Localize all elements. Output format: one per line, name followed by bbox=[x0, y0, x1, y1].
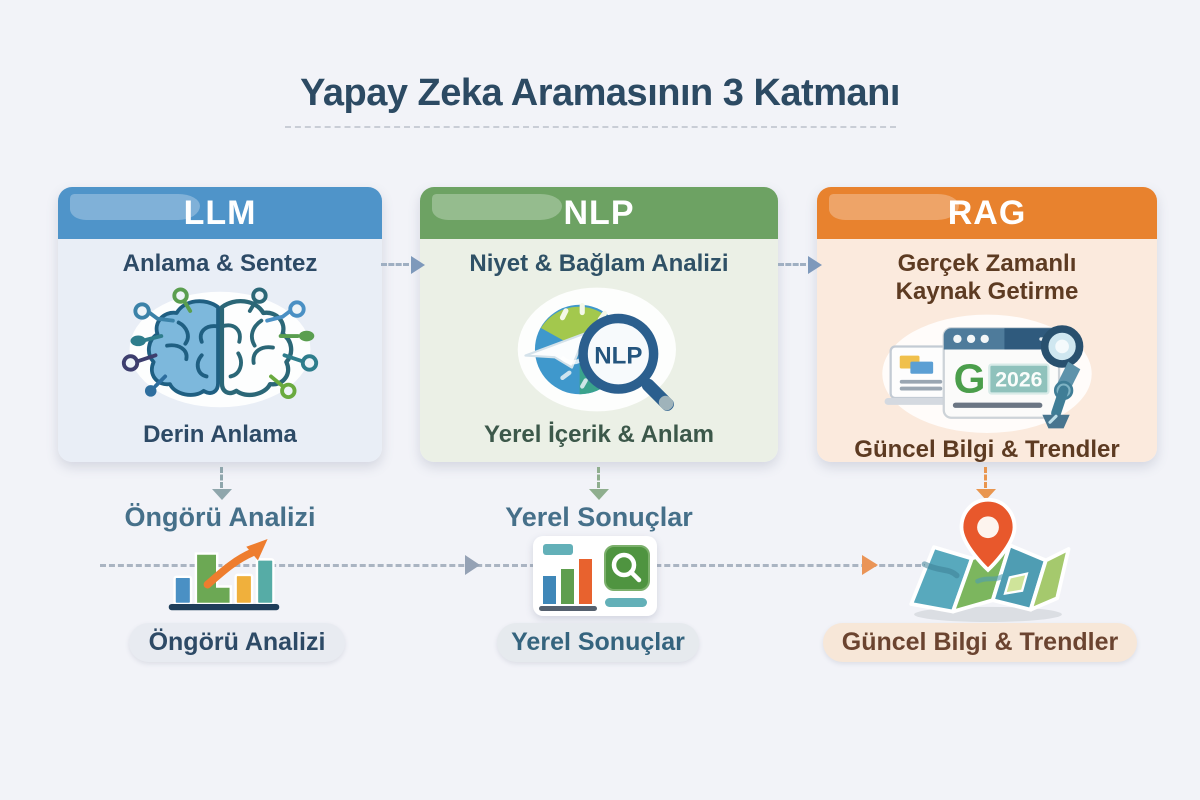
layer-card-rag-header: RAG bbox=[817, 187, 1157, 239]
down-arrow-dash bbox=[220, 467, 223, 488]
layer-card-llm-body: Anlama & Sentez bbox=[58, 239, 382, 462]
layer-card-nlp-caption: Yerel İçerik & Anlam bbox=[484, 421, 714, 448]
layer-card-nlp-header: NLP bbox=[420, 187, 778, 239]
browser-search-robot-icon: G 2026 bbox=[877, 307, 1097, 436]
local-results-search-icon bbox=[533, 536, 657, 616]
output-label-yerel-sonuclar: Yerel Sonuçlar bbox=[505, 502, 693, 532]
down-arrow-rag bbox=[976, 467, 996, 501]
down-arrow-llm bbox=[212, 467, 232, 501]
header-shine bbox=[70, 194, 200, 220]
layer-card-nlp-body: Niyet & Bağlam Analizi bbox=[420, 239, 778, 462]
magnifier-label: NLP bbox=[594, 342, 642, 369]
local-results-search-svg bbox=[539, 544, 650, 611]
bottom-flow-head-gray bbox=[465, 555, 480, 575]
layer-card-rag: RAG Gerçek Zamanlı Kaynak Getirme bbox=[817, 187, 1157, 462]
layer-card-nlp-subtitle: Niyet & Bağlam Analizi bbox=[469, 250, 729, 277]
down-arrow-nlp bbox=[589, 467, 609, 501]
map-location-pin-svg bbox=[909, 497, 1071, 622]
growth-bar-chart-icon bbox=[161, 525, 287, 622]
brain-circuit-svg bbox=[121, 287, 319, 408]
layer-card-llm-caption: Derin Anlama bbox=[143, 421, 297, 448]
flow-arrow-nlp-to-rag bbox=[778, 256, 822, 274]
globe-magnifier-nlp-icon: NLP bbox=[515, 278, 683, 421]
down-arrow-head bbox=[589, 489, 609, 500]
flow-arrow-head bbox=[808, 256, 822, 274]
layer-card-rag-title: RAG bbox=[947, 193, 1027, 232]
flow-arrow-head bbox=[411, 256, 425, 274]
layer-card-rag-caption: Güncel Bilgi & Trendler bbox=[854, 435, 1120, 462]
down-arrow-head bbox=[212, 489, 232, 500]
map-location-pin-icon bbox=[898, 492, 1078, 630]
layer-card-llm-title: LLM bbox=[183, 193, 257, 232]
bottom-flow-head-orange bbox=[862, 555, 878, 575]
down-arrow-head bbox=[976, 489, 996, 500]
layer-card-llm: LLM Anlama & Sentez bbox=[58, 187, 382, 462]
header-shine bbox=[829, 194, 959, 220]
page-title: Yapay Zeka Aramasının 3 Katmanı bbox=[300, 72, 900, 114]
output-pill-yerel-sonuclar: Yerel Sonuçlar bbox=[497, 623, 699, 662]
flow-arrow-llm-to-nlp bbox=[381, 256, 425, 274]
layer-card-nlp: NLP Niyet & Bağlam Analizi bbox=[420, 187, 778, 462]
title-divider bbox=[285, 126, 896, 128]
browser-search-robot-svg: G 2026 bbox=[882, 314, 1092, 433]
google-g-letter: G bbox=[954, 355, 986, 401]
flow-arrow-dash bbox=[381, 263, 409, 266]
output-pill-ongoru-analizi: Öngörü Analizi bbox=[129, 623, 345, 662]
brain-circuit-icon bbox=[109, 278, 331, 421]
layer-card-llm-subtitle: Anlama & Sentez bbox=[122, 250, 318, 277]
bottom-flow-line bbox=[100, 564, 930, 567]
down-arrow-dash bbox=[597, 467, 600, 488]
globe-magnifier-nlp-svg: NLP bbox=[517, 287, 676, 412]
layer-card-rag-subtitle: Gerçek Zamanlı Kaynak Getirme bbox=[895, 250, 1079, 306]
down-arrow-dash bbox=[984, 467, 987, 488]
header-shine bbox=[432, 194, 562, 220]
year-badge: 2026 bbox=[995, 367, 1042, 391]
layer-card-llm-header: LLM bbox=[58, 187, 382, 239]
layer-card-nlp-title: NLP bbox=[563, 193, 635, 232]
output-label-ongoru-analizi: Öngörü Analizi bbox=[124, 502, 316, 532]
layer-card-rag-body: Gerçek Zamanlı Kaynak Getirme bbox=[817, 239, 1157, 462]
growth-bar-chart-svg bbox=[168, 539, 280, 611]
flow-arrow-dash bbox=[778, 263, 806, 266]
output-pill-guncel-bilgi-trendler: Güncel Bilgi & Trendler bbox=[823, 623, 1137, 662]
